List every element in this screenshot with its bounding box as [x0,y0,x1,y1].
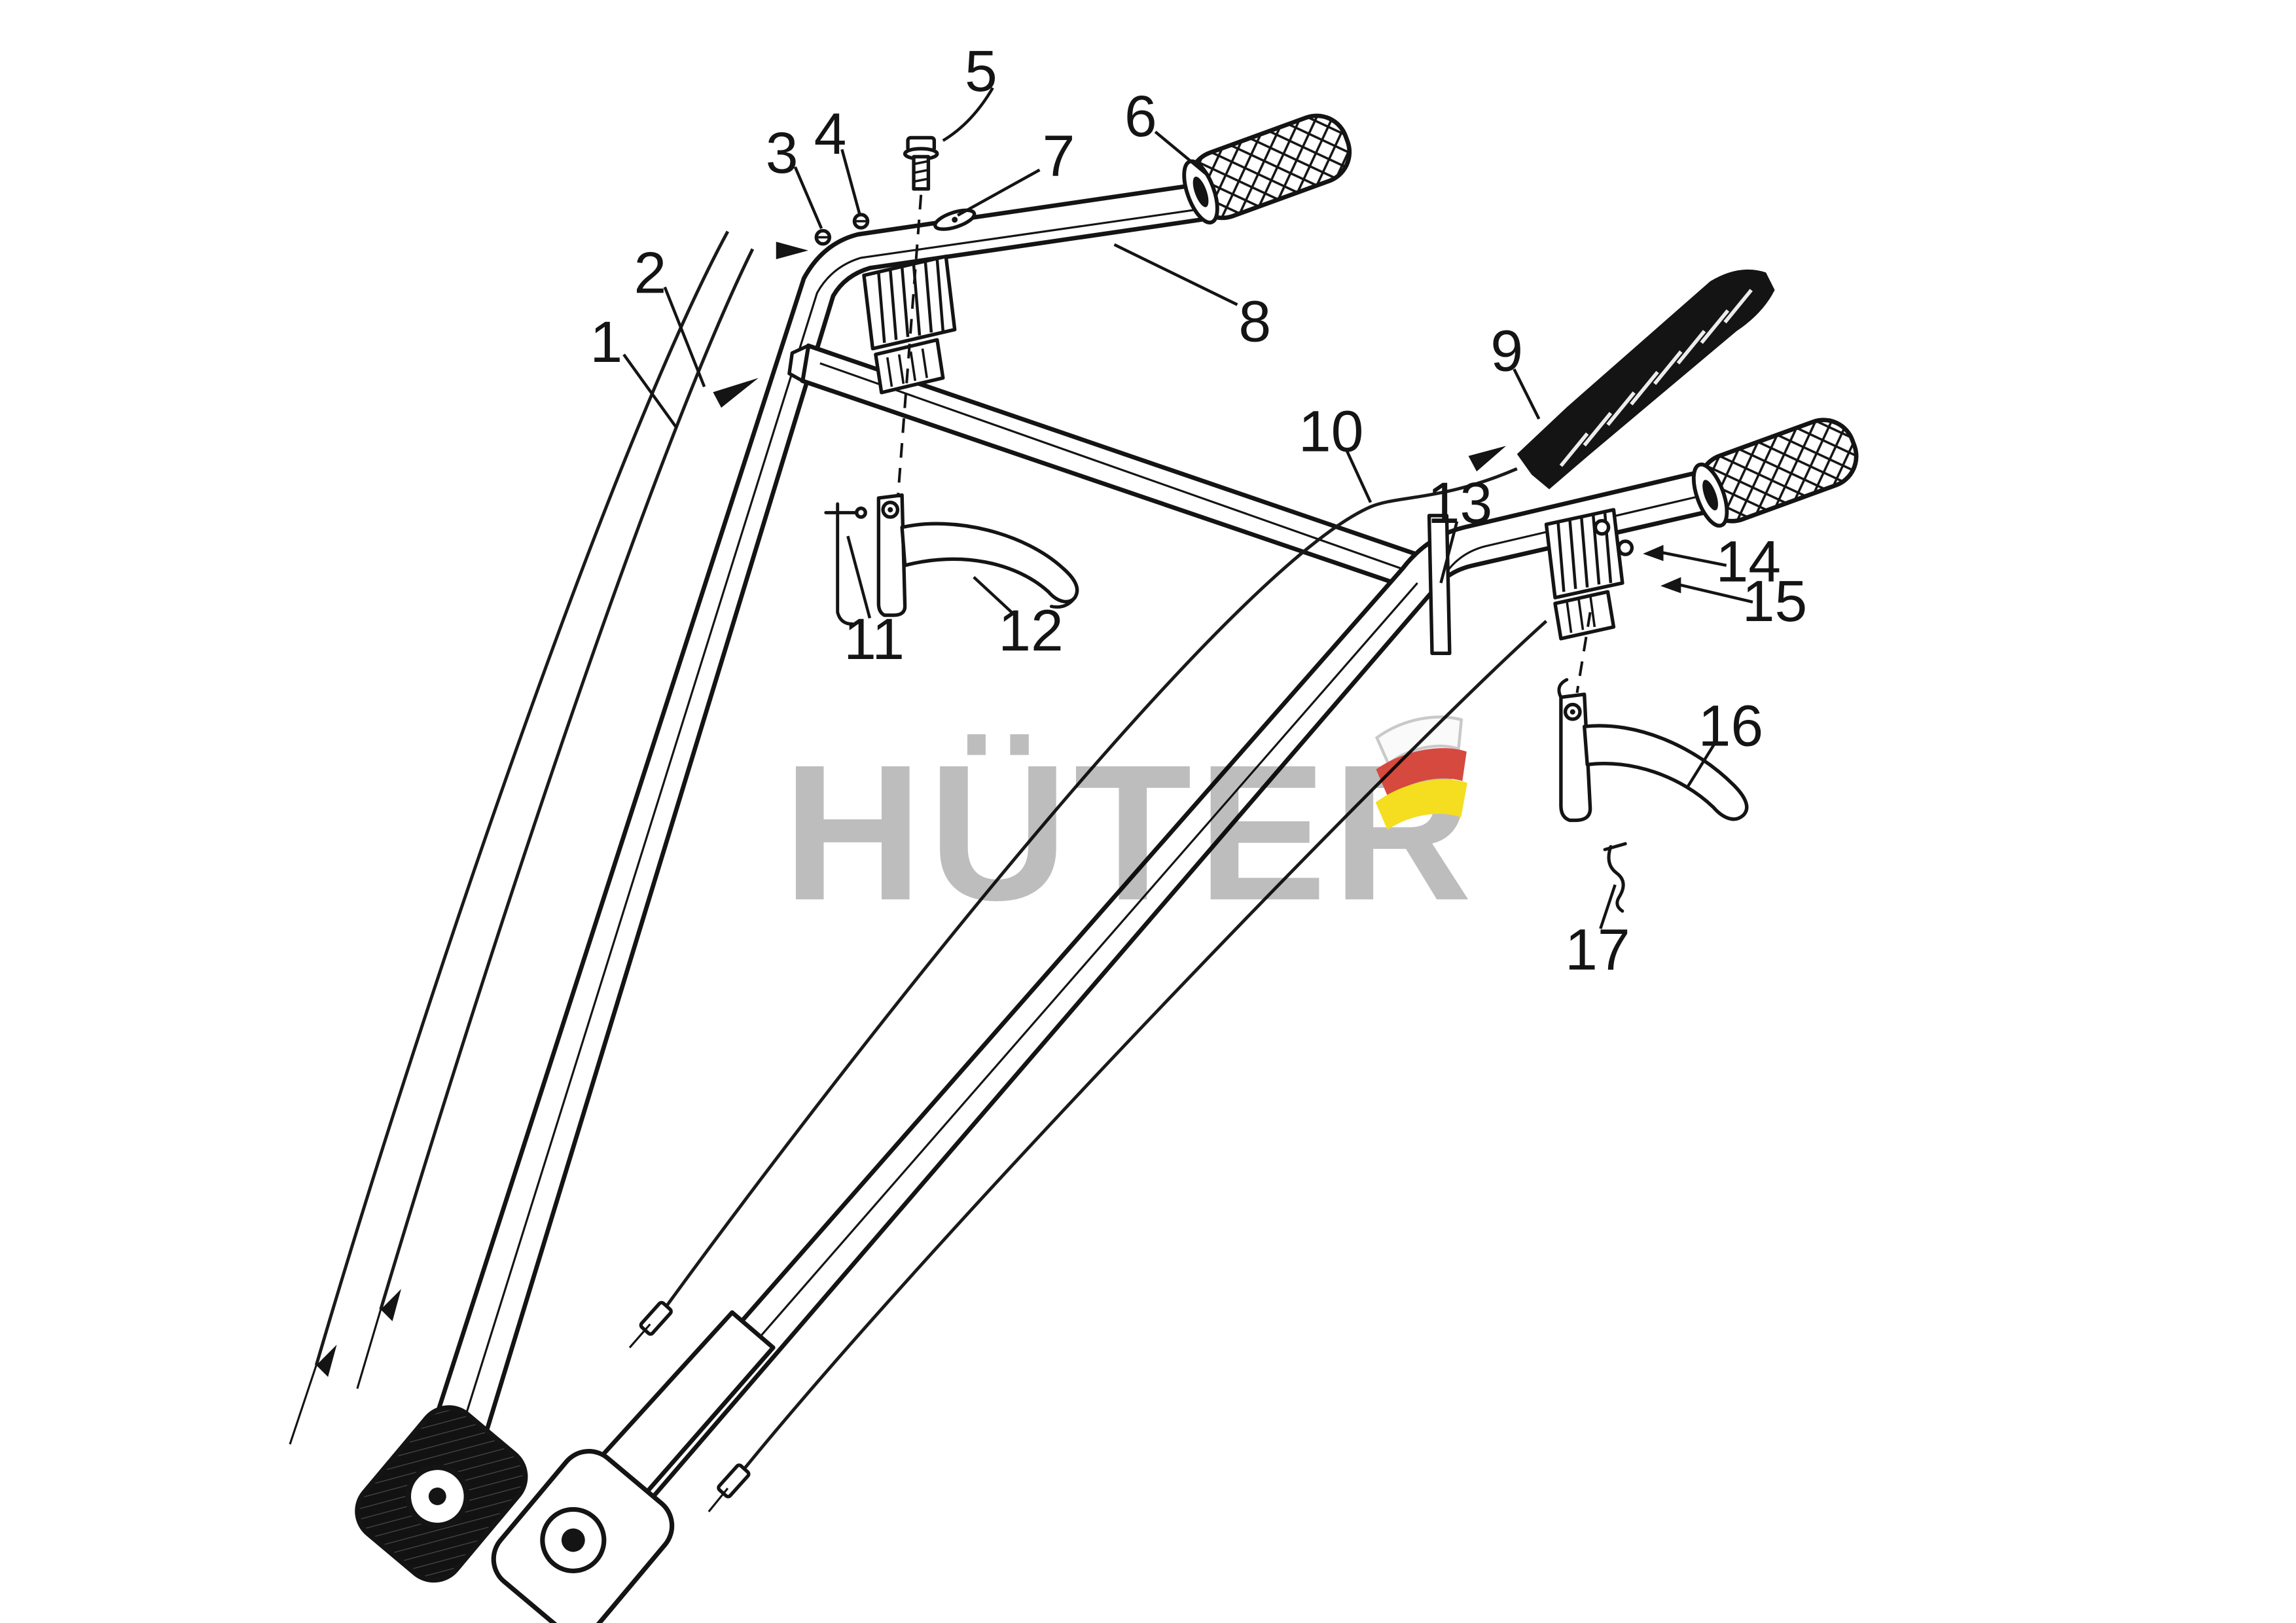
callout-10: 10 [1299,398,1372,503]
callout-15: 15 [1660,568,1807,633]
cable-end-tip-icon [380,1289,402,1321]
assembly-axis-right [1575,612,1592,694]
callout-5-label: 5 [965,38,997,103]
cable-end-tip-icon [316,1344,337,1377]
callouts: 1 2 3 4 5 6 7 8 [590,38,1807,982]
cable-left-outer [314,230,730,1366]
callout-1-label: 1 [590,309,622,374]
screw-part3 [814,228,832,246]
callout-13-label: 13 [1427,470,1493,535]
lever-blade [1583,724,1749,821]
leader-arrow-icon [1643,544,1664,562]
clutch-lever-left [876,493,1079,617]
mount-bracket-left [355,1405,528,1583]
arrow-marker-icon [776,241,808,260]
cable-right-lever [736,620,1548,1478]
leader-arrow-icon [1660,577,1681,594]
callout-5: 5 [942,38,997,142]
handle-grip-right [1691,418,1859,528]
callout-12: 12 [973,576,1064,663]
cable-throttle [660,467,1518,1313]
clamp-bolt [1617,539,1634,556]
arrow-marker-icon [1468,446,1507,472]
callout-12-label: 12 [998,597,1064,663]
callout-6-label: 6 [1124,83,1157,149]
cable-connector [717,1463,751,1499]
screw-part4 [852,213,870,230]
control-cables [289,230,1548,1512]
cable-bracket-part11 [824,502,867,626]
clutch-lever-right [1557,678,1749,823]
callout-17: 17 [1565,884,1630,982]
bolt-part5 [903,135,939,191]
handlebar-clamp-left [862,255,957,395]
callout-11: 11 [844,535,905,671]
clamp-bolt [1593,519,1611,536]
callout-7-label: 7 [1043,123,1075,188]
callout-16-label: 16 [1698,692,1764,758]
cable-left-inner [379,248,755,1310]
callout-16: 16 [1685,692,1764,789]
callout-2: 2 [634,240,706,387]
callout-1: 1 [590,309,678,429]
mount-plate-part13 [1427,514,1452,655]
callout-13: 13 [1427,470,1493,584]
callout-10-label: 10 [1299,398,1364,463]
callout-4-label: 4 [814,101,847,166]
callout-4: 4 [814,101,861,215]
callout-3: 3 [766,120,823,230]
callout-8: 8 [1113,243,1271,354]
callout-2-label: 2 [634,240,666,306]
callout-17-label: 17 [1565,917,1630,982]
callout-9-label: 9 [1490,317,1523,383]
callout-3-label: 3 [766,120,798,185]
handlebar-clamp-right [1544,508,1634,641]
arrow-marker-icon [713,378,759,408]
callout-14: 14 [1643,529,1781,594]
callout-11-label: 11 [844,606,905,671]
callout-8-label: 8 [1238,288,1271,353]
mount-bracket-right [491,1449,675,1623]
washer-part7 [933,208,977,231]
watermark-text: HÜTER [783,724,1478,940]
callout-15-label: 15 [1742,568,1808,633]
callout-7: 7 [957,123,1075,217]
cross-brace-end-cap [787,344,810,383]
callout-9: 9 [1490,317,1541,420]
assembly-axis-left [896,194,923,501]
callout-6: 6 [1124,83,1208,176]
watermark: HÜTER [783,715,1478,940]
callout-14-label: 14 [1716,529,1782,594]
brand-flag-icon [1374,715,1467,830]
spring-clip-part17 [1603,842,1627,913]
handle-grip-left [1182,113,1352,224]
throttle-lever [1516,269,1775,490]
